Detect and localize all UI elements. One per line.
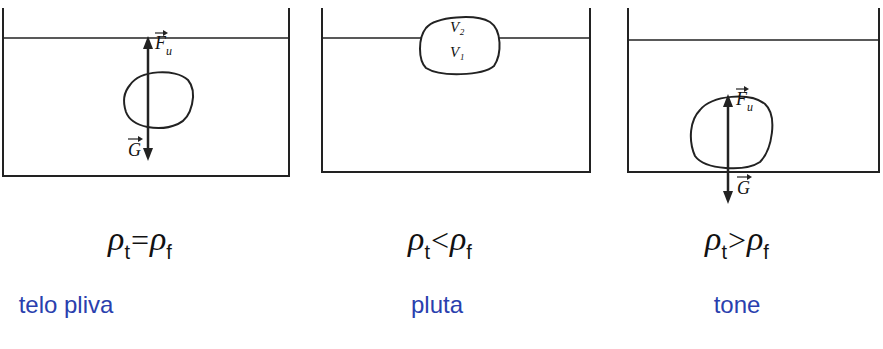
force-symbol: F (155, 34, 166, 52)
density-subscript: f (466, 242, 472, 262)
state-caption: pluta (411, 293, 463, 317)
density-formula: ρt>ρf (705, 222, 769, 256)
force-subscript: u (166, 45, 172, 57)
density-formula: ρt=ρf (108, 222, 172, 256)
density-subscript: f (166, 242, 172, 262)
body-outline (124, 72, 193, 128)
force-line (147, 46, 150, 150)
force-symbol: G (128, 141, 141, 159)
density-symbol: ρ (705, 222, 721, 256)
relation-sign: < (430, 224, 450, 256)
density-symbol: ρ (108, 222, 124, 256)
density-subscript: t (721, 242, 727, 262)
arrow-head (143, 148, 153, 161)
arrow-head (143, 36, 153, 49)
tank (322, 8, 590, 172)
liquid-surface (3, 37, 289, 39)
density-formula: ρt<ρf (408, 222, 472, 256)
density-symbol: ρ (450, 222, 466, 256)
density-subscript: f (763, 242, 769, 262)
tank (3, 8, 289, 176)
density-symbol: ρ (408, 222, 424, 256)
volume-label: V₂ (450, 20, 464, 35)
density-symbol: ρ (150, 222, 166, 256)
density-subscript: t (424, 242, 430, 262)
force-symbol: G (737, 179, 750, 197)
relation-sign: > (727, 224, 747, 256)
volume-label: V₁ (450, 45, 464, 60)
relation-sign: = (130, 224, 150, 256)
force-line (727, 104, 730, 194)
density-subscript: t (124, 242, 130, 262)
force-symbol: F (736, 90, 747, 108)
density-symbol: ρ (747, 222, 763, 256)
state-caption: tone (714, 293, 761, 317)
force-subscript: u (747, 101, 753, 113)
state-caption: telo pliva (19, 293, 114, 317)
tank (628, 8, 879, 172)
floating-body: V₂ V₁ (416, 14, 504, 78)
body-outline (691, 97, 772, 169)
liquid-surface (628, 39, 879, 41)
arrow-head (723, 191, 733, 204)
arrow-head (723, 94, 733, 107)
